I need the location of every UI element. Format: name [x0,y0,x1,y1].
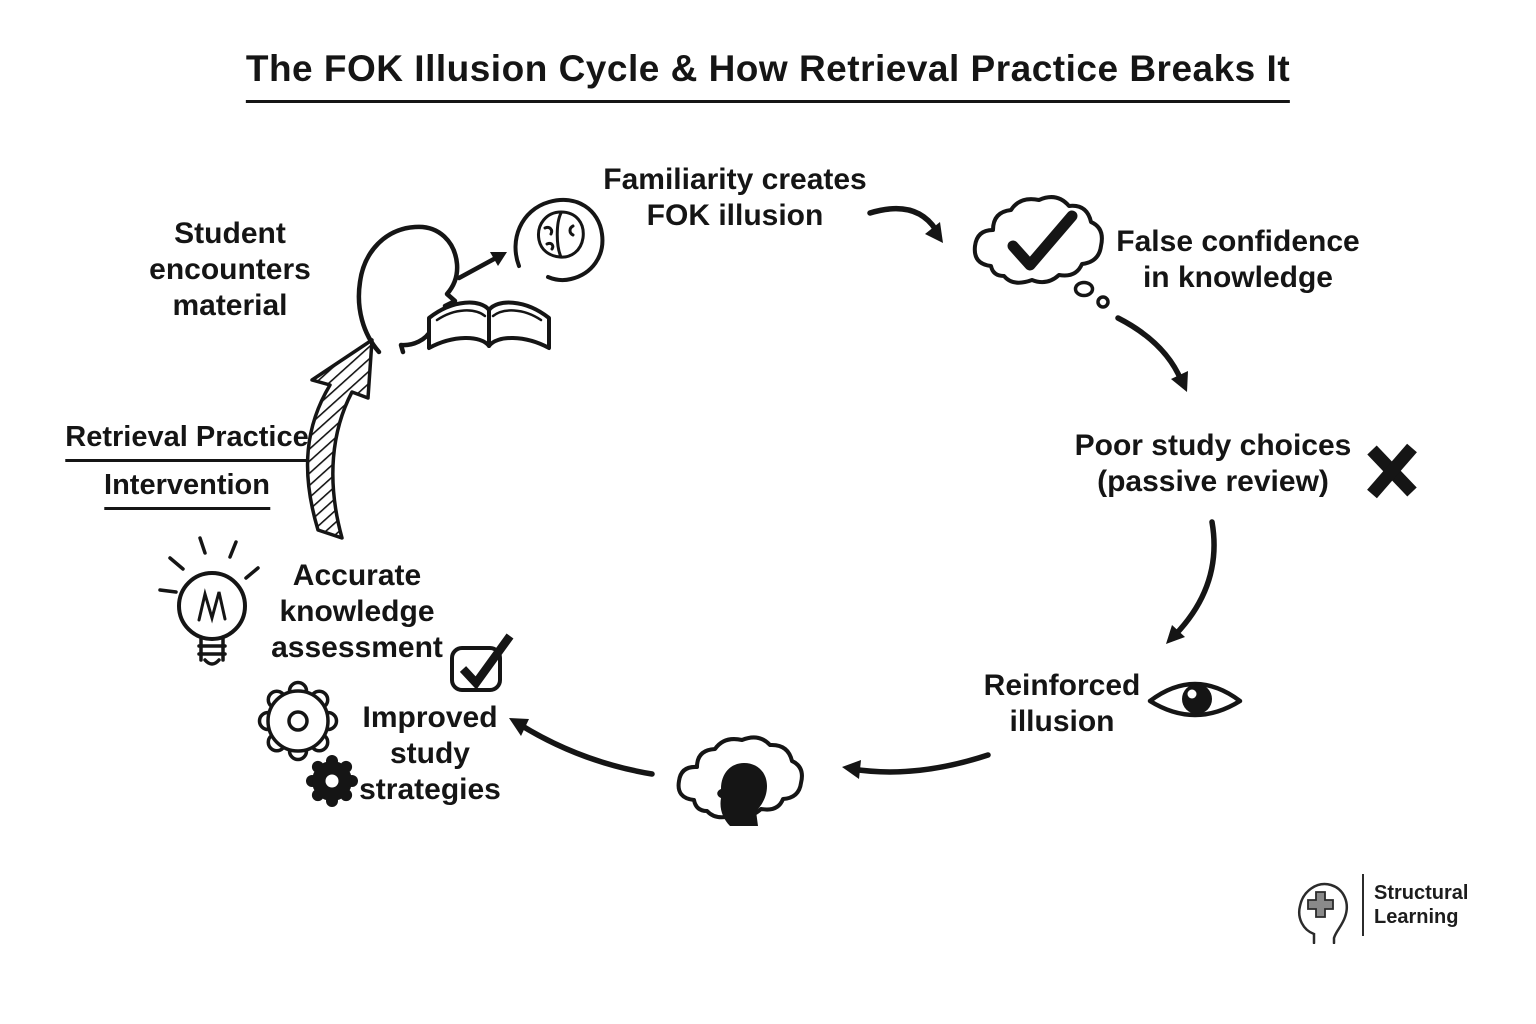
label-retrieval-practice-intervention: Retrieval Practice Intervention [65,420,309,516]
label-improved-study-strategies: Improved study strategies [359,700,501,808]
label-line: Accurate [292,559,422,592]
label-line: material [172,289,288,322]
label-line: assessment [271,631,443,664]
arrow-poor-study-to-reinforced [1166,519,1217,644]
label-false-confidence: False confidence in knowledge [1116,224,1359,296]
head-puzzle-logo-icon [1298,882,1348,944]
retrieval-intervention-arrow [305,338,374,540]
label-line: strategies [359,773,501,806]
label-line: Improved [362,701,498,734]
label-familiarity-creates-fok: Familiarity creates FOK illusion [603,162,866,234]
label-line: Retrieval Practice [65,420,309,462]
label-line: FOK illusion [646,199,824,232]
lightbulb-icon [150,526,275,691]
x-mark-icon [1362,438,1422,507]
label-reinforced-illusion: Reinforced illusion [984,668,1141,740]
thought-cloud-check-icon [963,188,1115,321]
label-poor-study-choices: Poor study choices (passive review) [1075,428,1352,500]
logo-text-line: Structural [1374,882,1469,904]
label-line: in knowledge [1142,261,1334,294]
label-line: Poor study choices [1074,429,1352,462]
arrow-familiarity-to-false-confidence [867,205,943,243]
label-line: Student [174,217,286,250]
arrow-false-confidence-to-poor-study [1115,315,1188,392]
label-line: knowledge [279,595,435,628]
eye-icon [1146,670,1244,737]
label-line: False confidence [1116,225,1360,258]
label-line: encounters [149,253,311,286]
head-reading-book-brain-icon [333,168,605,361]
logo-text-line: Learning [1374,906,1459,928]
page-title: The FOK Illusion Cycle & How Retrieval P… [245,48,1291,103]
label-line: Familiarity creates [603,163,867,196]
label-student-encounters-material: Student encounters material [149,216,311,324]
label-line: Intervention [104,468,270,510]
logo-divider [1362,874,1364,936]
structural-learning-logo: Structural Learning [1288,866,1468,944]
gears-icon [250,676,370,817]
logo-text: Structural Learning [1374,881,1468,929]
label-line: illusion [1009,705,1115,738]
arrow-rumination-to-improved [509,718,655,777]
label-line: Reinforced [983,669,1141,702]
label-accurate-knowledge-assessment: Accurate knowledge assessment [271,558,443,666]
checkbox-check-icon [446,624,516,701]
label-line: (passive review) [1097,465,1329,498]
head-in-cloud-icon [666,726,818,843]
label-line: study [389,737,470,770]
arrow-reinforced-to-rumination [842,752,991,779]
